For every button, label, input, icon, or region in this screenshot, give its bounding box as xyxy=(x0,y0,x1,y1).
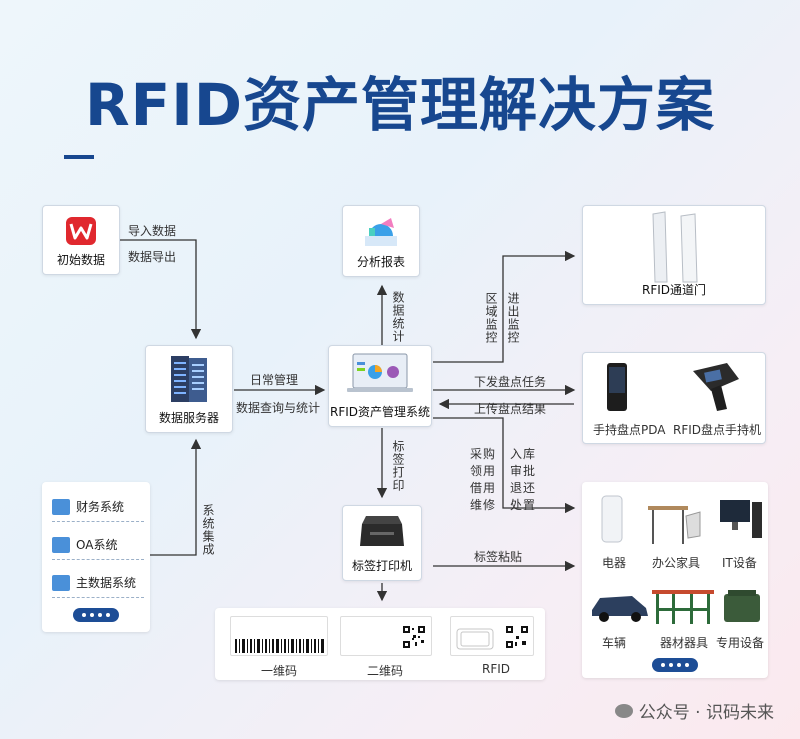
edge-integration-label: 系统集成 xyxy=(201,504,215,556)
initial-data-label: 初始数据 xyxy=(56,253,105,267)
barcode-1d-card xyxy=(230,616,328,656)
edge-label-paste-label: 标签粘贴 xyxy=(474,550,523,564)
server-rack-icon xyxy=(171,356,207,402)
arrow-subsys-to-server xyxy=(148,438,202,556)
vehicle-icon xyxy=(592,596,648,622)
rfid-system-label: RFID资产管理系统 xyxy=(329,405,431,419)
office-furniture-icon xyxy=(648,506,701,544)
data-server-label: 数据服务器 xyxy=(158,411,219,425)
rfid-gate-card[interactable]: RFID通道门 xyxy=(582,205,766,305)
rfid-tag-icon xyxy=(506,626,528,648)
printer-icon xyxy=(360,516,404,546)
subsystem-finance[interactable]: 财务系统 xyxy=(52,492,144,522)
subsystem-label: OA系统 xyxy=(76,538,118,552)
edge-label-print-label: 标签打印 xyxy=(391,440,405,492)
arrow-system-to-gate xyxy=(433,250,576,363)
edge-inout-monitor-label: 进出监控 xyxy=(506,292,520,344)
edge-query-label: 数据查询与统计 xyxy=(236,401,321,415)
label-printer-label: 标签打印机 xyxy=(351,559,412,573)
data-server-card[interactable]: 数据服务器 xyxy=(145,345,233,433)
wps-logo-icon xyxy=(66,217,96,245)
subsystem-master-data[interactable]: 主数据系统 xyxy=(52,568,144,598)
edge-procure-label: 采购领用借用维修 xyxy=(470,447,497,512)
arrow-system-to-assets xyxy=(433,417,576,514)
edge-import-label: 导入数据 xyxy=(128,224,177,238)
edge-export-label: 数据导出 xyxy=(128,250,177,264)
asset-label-equipment: 器材器具 xyxy=(660,636,709,650)
edge-stats-label: 数据统计 xyxy=(391,291,405,343)
assets-box: 电器 办公家具 IT设备 车辆 器材器具 专用设备 xyxy=(582,482,768,678)
barcode-1d-icon xyxy=(235,639,324,653)
cube-icon xyxy=(52,574,70,591)
pda-device-icon xyxy=(607,363,627,411)
arrow-initial-to-server xyxy=(120,239,202,340)
rfid-gate-label: RFID通道门 xyxy=(641,283,707,297)
pda-label[interactable]: 手持盘点PDA xyxy=(593,423,666,437)
more-subsystems-button[interactable] xyxy=(73,608,119,622)
asset-label-appliance: 电器 xyxy=(602,556,627,570)
it-device-icon xyxy=(720,500,762,538)
initial-data-card[interactable]: 初始数据 xyxy=(42,205,120,275)
handheld-devices-card: 手持盘点PDA RFID盘点手持机 xyxy=(582,352,766,444)
subsystem-label: 主数据系统 xyxy=(76,576,137,590)
labels-box: 一维码 二维码 RFID xyxy=(215,608,545,680)
gate-antenna-icon xyxy=(652,211,698,283)
cube-icon xyxy=(52,498,70,515)
title-underline xyxy=(64,155,94,159)
edge-zone-monitor-label: 区域监控 xyxy=(484,292,498,344)
laptop-dashboard-icon xyxy=(347,353,413,392)
rfid-system-card[interactable]: RFID资产管理系统 xyxy=(328,345,432,427)
appliance-icon xyxy=(601,495,623,543)
subsystem-label: 财务系统 xyxy=(76,500,125,514)
antenna-coil-icon xyxy=(456,628,494,650)
asset-label-office-furniture: 办公家具 xyxy=(652,556,701,570)
watermark-text: 公众号 · 识码未来 xyxy=(638,703,774,723)
edge-upload-result-label: 上传盘点结果 xyxy=(474,402,547,416)
analysis-report-label: 分析报表 xyxy=(356,255,405,269)
edge-issue-task-label: 下发盘点任务 xyxy=(474,375,547,389)
wechat-icon xyxy=(614,703,633,718)
chart-report-icon xyxy=(365,218,397,246)
barcode-2d-card xyxy=(340,616,432,656)
rfid-tag-label: RFID xyxy=(482,662,511,676)
equipment-icon xyxy=(652,590,714,624)
cube-icon xyxy=(52,536,70,553)
edge-approve-label: 入库审批退还处置 xyxy=(510,447,537,512)
barcode-1d-label: 一维码 xyxy=(261,664,298,678)
watermark: 公众号 · 识码未来 xyxy=(614,698,774,723)
rfid-tag-card xyxy=(450,616,534,656)
asset-label-it-device: IT设备 xyxy=(722,556,757,570)
more-assets-button[interactable] xyxy=(652,658,698,672)
special-equipment-icon xyxy=(724,590,760,622)
analysis-report-card[interactable]: 分析报表 xyxy=(342,205,420,277)
rfid-handheld-icon xyxy=(693,363,739,411)
subsystem-oa[interactable]: OA系统 xyxy=(52,530,144,560)
label-printer-card[interactable]: 标签打印机 xyxy=(342,505,422,581)
subsystems-box: 财务系统 OA系统 主数据系统 xyxy=(42,482,150,632)
asset-label-special-equipment: 专用设备 xyxy=(716,636,765,650)
qr-code-icon xyxy=(403,626,425,648)
rfid-handheld-label[interactable]: RFID盘点手持机 xyxy=(673,423,762,437)
page-title: RFID资产管理解决方案 xyxy=(84,71,715,139)
edge-daily-label: 日常管理 xyxy=(250,373,299,387)
barcode-2d-label: 二维码 xyxy=(367,664,404,678)
asset-label-vehicle: 车辆 xyxy=(602,636,627,650)
